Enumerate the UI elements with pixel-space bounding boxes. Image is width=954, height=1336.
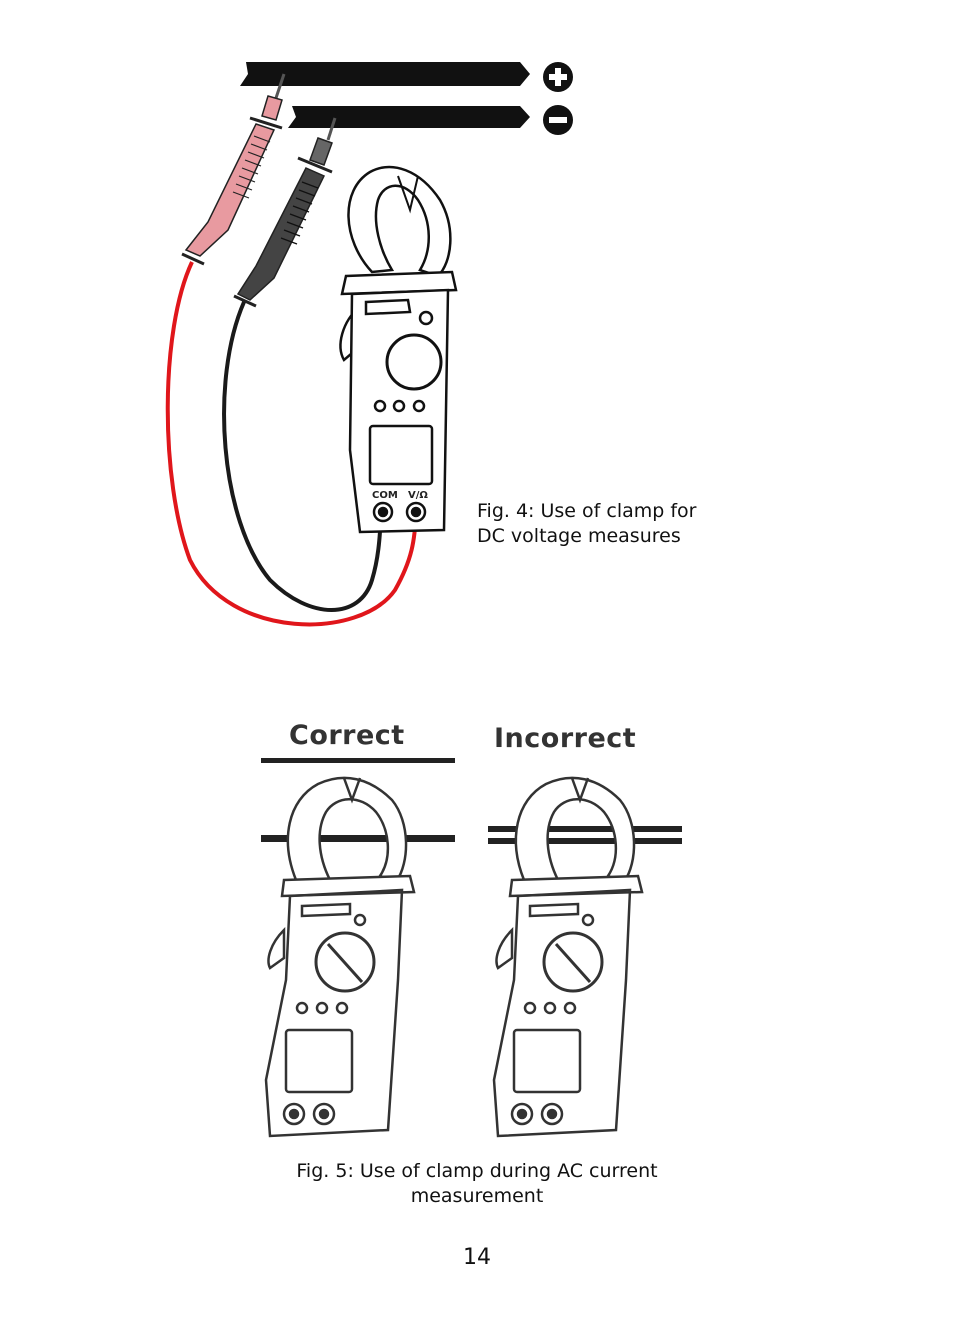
correct-single-conductor	[261, 835, 455, 842]
clamp-meter-correct	[264, 776, 416, 1138]
positive-conductor-bar	[240, 62, 530, 86]
figure-5-caption-line-2: measurement	[410, 1185, 544, 1207]
minus-icon	[543, 105, 573, 135]
correct-underline	[261, 758, 455, 763]
figure-4-caption-line-2: DC voltage measures	[477, 525, 681, 547]
figure-4-dc-voltage-diagram: COM V/Ω	[165, 62, 573, 627]
plus-icon	[543, 62, 573, 92]
terminal-label-v-ohm: V/Ω	[408, 490, 428, 501]
correct-label: Correct	[289, 720, 405, 751]
incorrect-conductor-1	[488, 826, 682, 832]
incorrect-conductor-2	[488, 838, 682, 844]
figure-5-caption: Fig. 5: Use of clamp during AC current m…	[250, 1159, 704, 1209]
terminal-label-com: COM	[372, 490, 398, 501]
figure-5-caption-line-1: Fig. 5: Use of clamp during AC current	[296, 1160, 658, 1182]
clamp-meter-incorrect	[492, 776, 644, 1138]
black-test-lead	[222, 301, 383, 612]
black-test-probe	[233, 117, 337, 308]
incorrect-label: Incorrect	[494, 723, 637, 754]
figure-4-caption: Fig. 4: Use of clamp for DC voltage meas…	[477, 499, 777, 549]
page-number: 14	[463, 1245, 491, 1270]
red-test-lead	[165, 261, 418, 627]
red-test-probe	[181, 73, 286, 266]
negative-conductor-bar	[288, 106, 530, 128]
clamp-meter	[339, 165, 458, 534]
figure-4-caption-line-1: Fig. 4: Use of clamp for	[477, 500, 697, 522]
